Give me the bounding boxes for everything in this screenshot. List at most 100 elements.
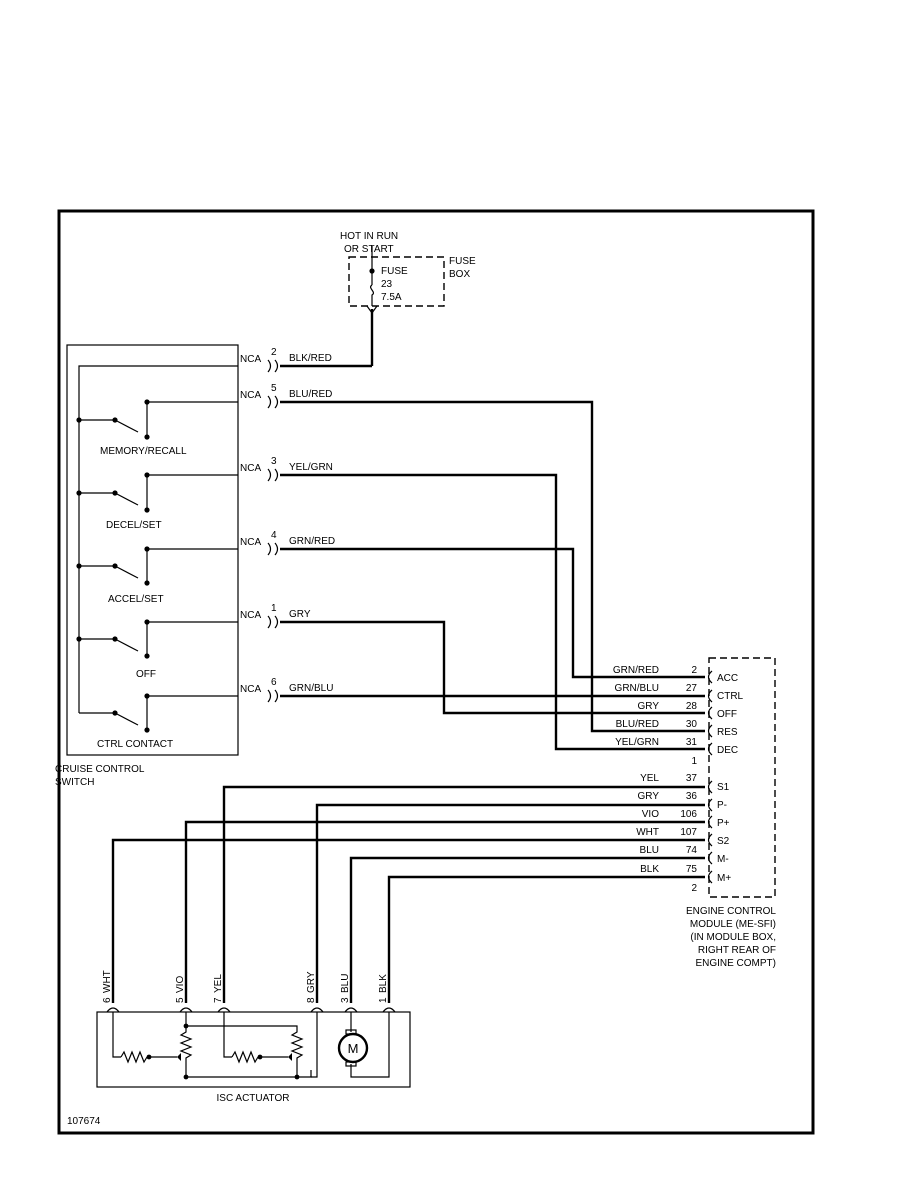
cruise-control-switch: CRUISE CONTROL SWITCH MEMORY/RECALL DECE…	[55, 344, 239, 788]
isc-pin-number: 3	[340, 997, 351, 1003]
diagram-frame	[57, 209, 815, 1135]
ecm-connector-id: 1	[691, 756, 697, 767]
isc-pin-number: 5	[175, 997, 186, 1003]
ecm-pin-p-minus: GRY 36 P-	[638, 791, 727, 812]
isc-node	[294, 1074, 300, 1080]
pin-terminal-icon	[707, 870, 713, 884]
connector-icon	[267, 689, 279, 703]
pin-number: 6	[271, 677, 277, 688]
pin-label: M-	[717, 854, 729, 865]
contact-node	[144, 693, 150, 699]
nca-connector-pin-6: NCA 6 GRN/BLU	[240, 677, 333, 703]
fuse-node	[369, 268, 375, 274]
wire-color-label: GRY	[638, 791, 660, 802]
isc-pin-number: 1	[378, 997, 389, 1003]
potentiometer-icon	[186, 1025, 304, 1077]
isc-node	[146, 1054, 152, 1060]
isc-pin-terminals-icon	[106, 1007, 396, 1013]
ecm-label-1: ENGINE CONTROL	[686, 906, 776, 917]
wire-yel-grn	[280, 473, 705, 751]
pin-terminal-icon	[707, 724, 713, 738]
pin-number: 4	[271, 530, 277, 541]
contact-lead	[146, 621, 238, 656]
pin-terminal-icon	[707, 833, 713, 847]
wire-color-label: GRN/RED	[613, 665, 659, 676]
contact-node	[144, 546, 150, 552]
wire-color-label: BLK	[640, 864, 659, 875]
switch-accel-set: ACCEL/SET	[108, 546, 238, 605]
wire-color-label: GRY	[638, 701, 660, 712]
figure-id: 107674	[67, 1116, 101, 1127]
motor-icon	[337, 1032, 369, 1064]
fuse-rating: 7.5A	[381, 292, 402, 303]
isc-wire-color: GRY	[306, 971, 317, 993]
fuse-label: FUSE	[381, 266, 408, 277]
connector-id: NCA	[240, 463, 261, 474]
fuse-element-icon	[369, 284, 375, 306]
wire-color-label: YEL	[640, 773, 659, 784]
pin-terminal-icon	[707, 780, 713, 794]
wire-color-label: BLK/RED	[289, 353, 332, 364]
wire-blu	[349, 856, 705, 1003]
ecm-label-4: RIGHT REAR OF	[698, 945, 776, 956]
switch-outline	[66, 344, 239, 756]
isc-internal-wire	[311, 1012, 318, 1078]
wire-grn-red	[280, 547, 705, 679]
switch-blade-icon	[114, 712, 139, 726]
connector-id: NCA	[240, 354, 261, 365]
switch-decel-set: DECEL/SET	[106, 472, 238, 531]
switch-position-label: ACCEL/SET	[108, 594, 164, 605]
switch-position-label: OFF	[136, 669, 156, 680]
fuse-number: 23	[381, 279, 393, 290]
isc-wire-color: VIO	[175, 976, 186, 993]
pin-label: S1	[717, 782, 730, 793]
ecm-pin-p-plus: VIO 106 P+	[642, 809, 730, 829]
pin-number: 36	[686, 791, 698, 802]
switch-blade-icon	[114, 419, 139, 433]
engine-control-module: GRN/RED 2 ACC GRN/BLU 27 CTRL GRY 28 OFF…	[613, 657, 776, 969]
pin-number: 37	[686, 773, 698, 784]
isc-internal-wire	[112, 1012, 121, 1058]
pin-terminal-icon	[707, 851, 713, 865]
wire-color-label: GRN/BLU	[615, 683, 659, 694]
wire-color-label: GRY	[289, 609, 311, 620]
ecm-connector-id: 2	[691, 883, 697, 894]
ecm-pin-acc: GRN/RED 2 ACC	[613, 665, 738, 684]
pin-number: 5	[271, 383, 277, 394]
contact-lead	[146, 474, 238, 510]
potentiometer-icon	[179, 1012, 312, 1078]
wire-gry-isc	[315, 803, 705, 1003]
isc-wire-color: YEL	[213, 974, 224, 993]
pin-number: 3	[271, 456, 277, 467]
isc-pin-number: 7	[213, 997, 224, 1003]
wiper-arrow-icon	[177, 1053, 181, 1061]
ecm-pin-s2: WHT 107 S2	[636, 827, 729, 847]
switch-off: OFF	[112, 619, 238, 680]
nca-connector-pin-4: NCA 4 GRN/RED	[240, 530, 335, 556]
contact-node	[144, 472, 150, 478]
wire-color-label: WHT	[636, 827, 659, 838]
wire-vio	[184, 820, 705, 1003]
isc-wire-color: WHT	[102, 970, 113, 993]
isc-internal-wire	[223, 1012, 232, 1058]
pin-label: OFF	[717, 709, 737, 720]
wire-color-label: BLU/RED	[616, 719, 659, 730]
pin-number: 74	[686, 845, 698, 856]
pin-number: 30	[686, 719, 698, 730]
wire-color-label: BLU	[640, 845, 659, 856]
isc-label: ISC ACTUATOR	[217, 1093, 290, 1104]
connector-icon	[267, 359, 279, 373]
connector-id: NCA	[240, 537, 261, 548]
switch-label-2: SWITCH	[55, 777, 94, 788]
pin-terminal-icon	[707, 815, 713, 829]
wire-gry	[280, 620, 705, 715]
pin-number: 31	[686, 737, 698, 748]
fuse-box-label-2: BOX	[449, 269, 470, 280]
switch-memory-recall: MEMORY/RECALL	[100, 399, 238, 457]
isc-wire-color: BLU	[340, 974, 351, 993]
contact-node	[144, 399, 150, 405]
isc-pin-number: 6	[102, 997, 113, 1003]
pin-number: 107	[680, 827, 697, 838]
fuse-box-outline	[348, 256, 445, 307]
contact-lead	[146, 695, 238, 730]
